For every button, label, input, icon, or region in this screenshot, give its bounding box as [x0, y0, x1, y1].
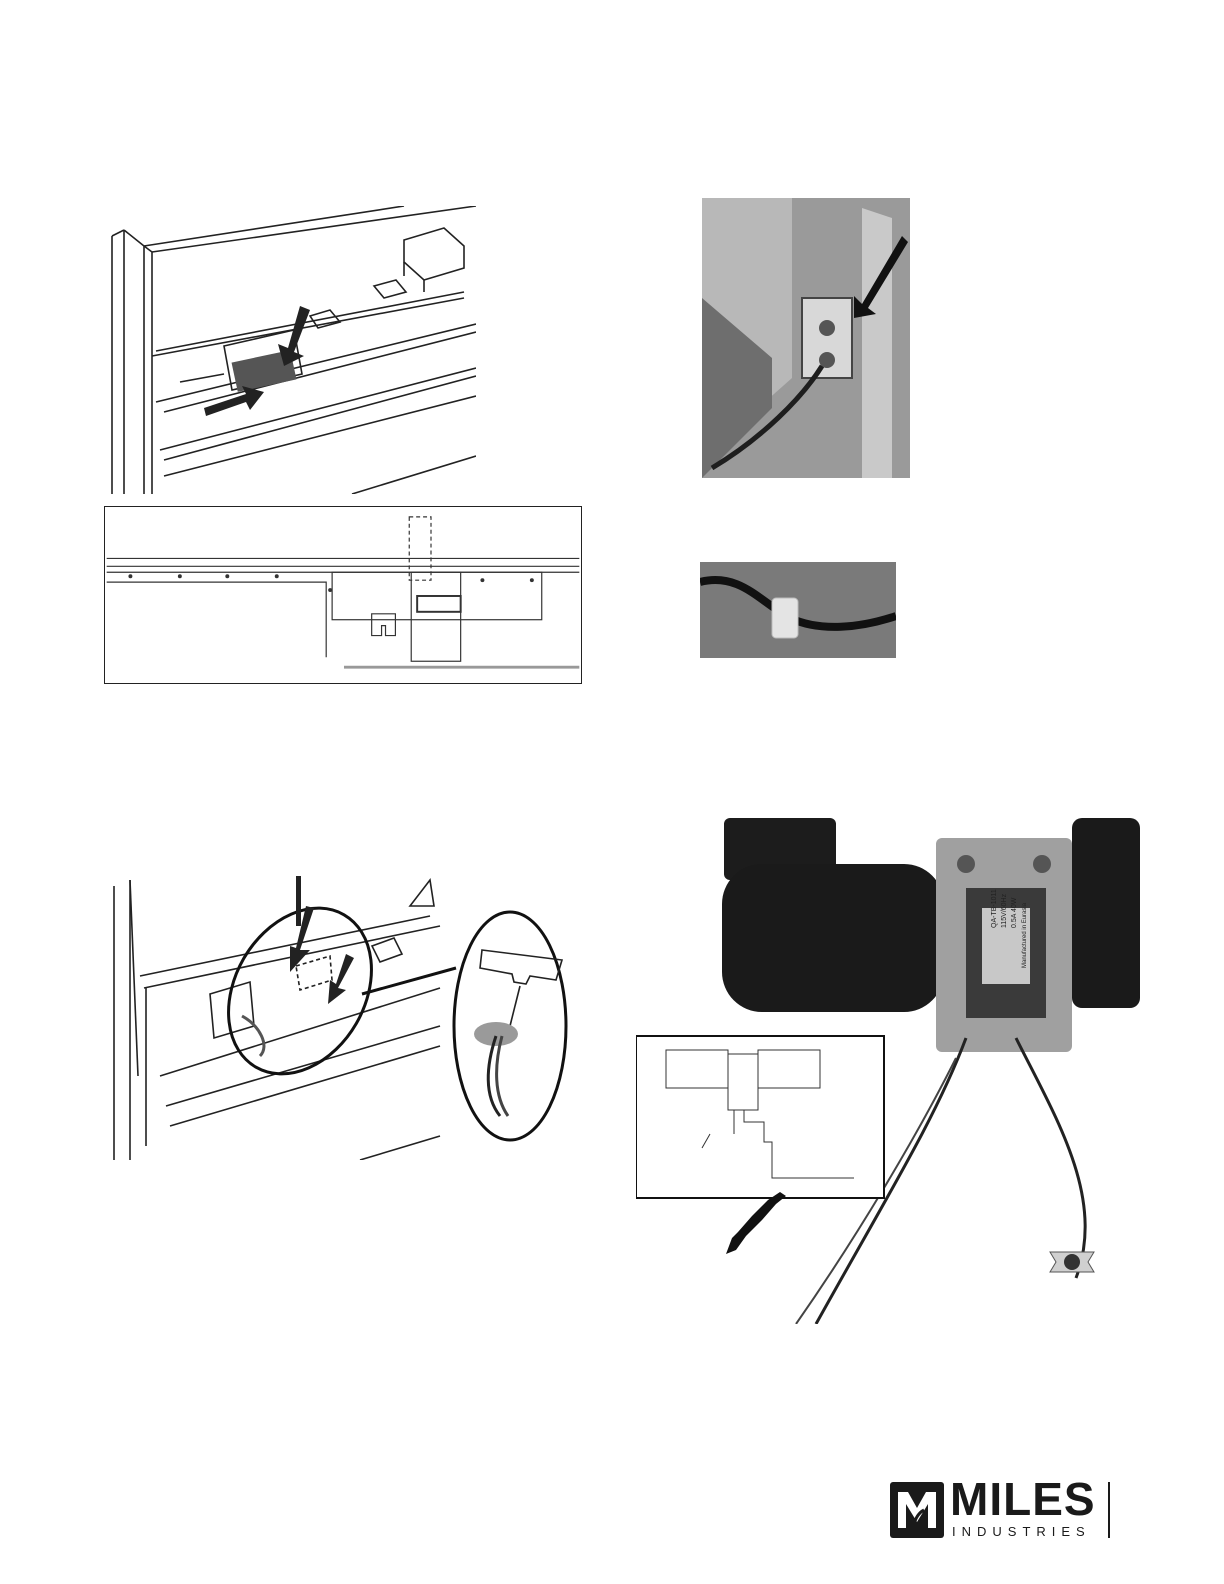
blower-label-line1: QA-TB-1011 [991, 889, 998, 928]
logo-subtitle: INDUSTRIES [952, 1524, 1091, 1539]
figure-plan-view-drawing [104, 506, 582, 684]
fan-access-illustration [104, 206, 476, 494]
figure-blower-photo: QA-TB-1011 115V/60Hz 0.5A 40W Manufactur… [636, 818, 1140, 1324]
figure-receptacle-photo [702, 198, 910, 478]
logo-mark-icon [890, 1482, 944, 1538]
thermodisc-illustration [110, 876, 578, 1160]
plan-view-illustration [105, 507, 581, 683]
receptacle-photo-illustration [702, 198, 910, 478]
blower-photo-illustration: QA-TB-1011 115V/60Hz 0.5A 40W Manufactur… [636, 818, 1140, 1324]
company-logo: MILES INDUSTRIES [890, 1482, 1110, 1542]
logo-divider [1108, 1482, 1110, 1538]
blower-label-line3: 0.5A 40W [1011, 897, 1018, 928]
figure-cord-clip-photo [700, 562, 896, 658]
blower-label-line4: Manufactured in Eurasia [1022, 902, 1028, 968]
figure-fan-access-drawing [104, 206, 476, 494]
figure-thermodisc-drawing [110, 876, 578, 1160]
logo-wordmark: MILES [950, 1476, 1096, 1522]
arrow-left-icon [204, 386, 264, 416]
blower-label-line2: 115V/60Hz [1001, 893, 1008, 928]
cord-clip-illustration [700, 562, 896, 658]
arrow-down-icon [278, 306, 310, 366]
thermodisc-icon [1050, 1252, 1094, 1272]
